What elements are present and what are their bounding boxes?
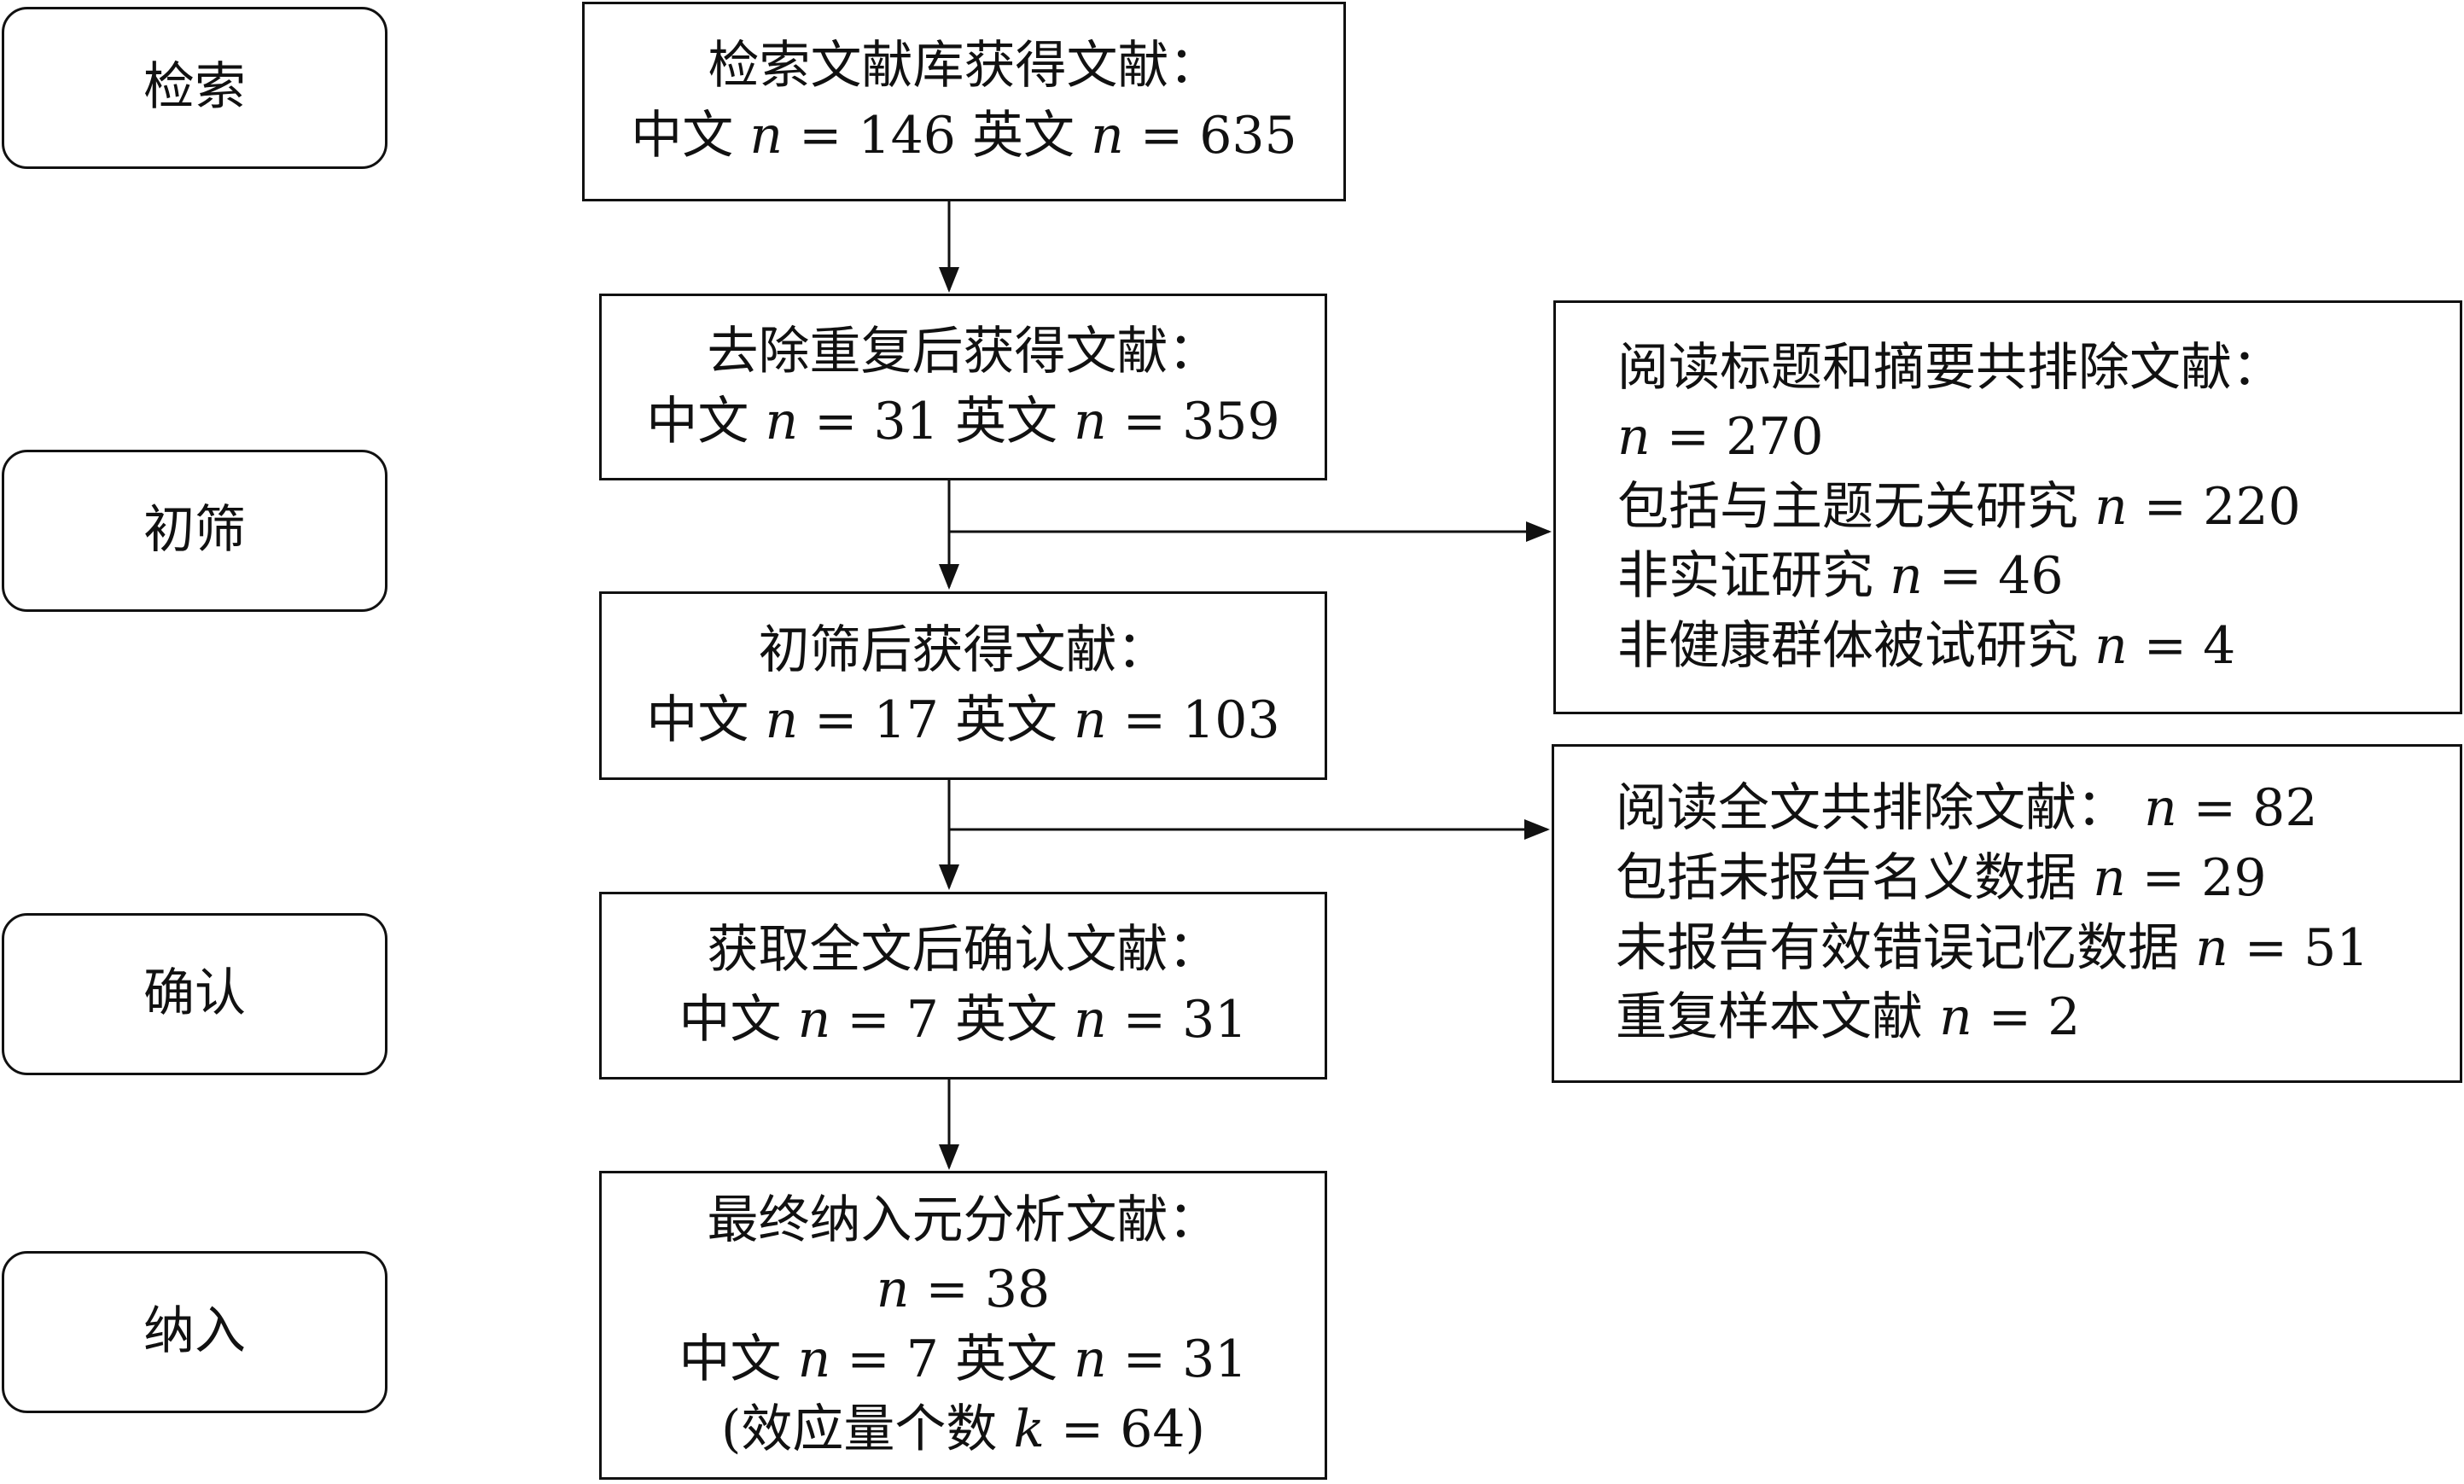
count-line: 中文 n = 7 英文 n = 31 — [679, 990, 1248, 1050]
box-retrieved: 检索文献库获得文献： 中文 n = 146 英文 n = 635 — [582, 2, 1346, 201]
en-count: 103 — [1182, 690, 1280, 750]
stage-label-search: 检索 — [2, 7, 387, 169]
reason-line: 包括未报告名义数据 n = 29 — [1616, 847, 2267, 908]
cn-label: 中文 — [679, 1330, 782, 1389]
reason-text: 未报告有效错误记忆数据 — [1616, 917, 2179, 978]
stage-label-text: 检索 — [143, 57, 246, 118]
cn-label: 中文 — [679, 990, 782, 1050]
en-label: 英文 — [954, 391, 1057, 451]
total-count: 270 — [1726, 407, 1824, 468]
reason-count: 29 — [2201, 847, 2267, 908]
reason-text: 包括与主题无关研究 — [1617, 476, 2078, 537]
en-count: 359 — [1182, 391, 1280, 451]
reason-text: 重复样本文献 — [1616, 987, 1923, 1048]
en-label: 英文 — [954, 1330, 1057, 1389]
stage-label-screen: 初筛 — [2, 450, 387, 612]
en-count: 31 — [1182, 1330, 1248, 1389]
reason-count: 46 — [1998, 546, 2064, 607]
count-line: 中文 n = 31 英文 n = 359 — [646, 391, 1280, 451]
reason-text: 非实证研究 — [1617, 546, 1873, 607]
reason-count: 51 — [2304, 917, 2369, 978]
n-symbol: n — [797, 990, 831, 1050]
stage-label-text: 初筛 — [143, 500, 246, 561]
n-symbol: n — [765, 391, 799, 451]
box-title: 去除重复后获得文献： — [707, 321, 1220, 381]
n-symbol: n — [2144, 778, 2177, 839]
reason-count: 4 — [2203, 615, 2236, 676]
n-symbol: n — [1074, 1330, 1107, 1389]
n-symbol: n — [765, 690, 799, 750]
box-title: 阅读全文共排除文献： n = 82 — [1616, 778, 2318, 839]
reason-line: 未报告有效错误记忆数据 n = 51 — [1616, 917, 2369, 978]
reason-text: 非健康群体被试研究 — [1617, 615, 2078, 676]
box-title: 初筛后获得文献： — [758, 620, 1168, 680]
en-label: 英文 — [954, 690, 1057, 750]
n-symbol: n — [2094, 476, 2128, 537]
cn-count: 146 — [858, 106, 956, 166]
total-count: 38 — [984, 1260, 1051, 1320]
n-symbol: n — [1074, 990, 1107, 1050]
box-excluded-fulltext: 阅读全文共排除文献： n = 82 包括未报告名义数据 n = 29 未报告有效… — [1552, 744, 2462, 1083]
en-count: 31 — [1182, 990, 1248, 1050]
effect-size-line: (效应量个数 k = 64) — [720, 1399, 1206, 1459]
total-count: 82 — [2252, 778, 2318, 839]
cn-count: 7 — [906, 1330, 939, 1389]
n-symbol: n — [876, 1260, 910, 1320]
count-line: 中文 n = 17 英文 n = 103 — [646, 690, 1280, 750]
box-dedup: 去除重复后获得文献： 中文 n = 31 英文 n = 359 — [599, 294, 1327, 480]
cn-label: 中文 — [646, 391, 749, 451]
n-symbol: n — [1091, 106, 1124, 166]
n-symbol: n — [1074, 690, 1107, 750]
stage-label-text: 确认 — [143, 963, 246, 1024]
cn-count: 31 — [873, 391, 939, 451]
reason-count: 220 — [2203, 476, 2301, 537]
reason-line: 重复样本文献 n = 2 — [1616, 987, 2081, 1048]
k-symbol: k — [1013, 1399, 1045, 1459]
n-symbol: n — [797, 1330, 831, 1389]
n-symbol: n — [2195, 917, 2228, 978]
stage-label-text: 纳入 — [143, 1301, 246, 1362]
n-symbol: n — [1939, 987, 1972, 1048]
n-symbol: n — [749, 106, 783, 166]
k-prefix: (效应量个数 — [720, 1399, 998, 1459]
box-title: 检索文献库获得文献： — [708, 36, 1220, 96]
total-line: n = 270 — [1617, 407, 1824, 468]
count-line: 中文 n = 146 英文 n = 635 — [631, 106, 1297, 166]
box-final: 最终纳入元分析文献： n = 38 中文 n = 7 英文 n = 31 (效应… — [599, 1171, 1327, 1480]
reason-line: 非健康群体被试研究 n = 4 — [1617, 615, 2236, 676]
box-excluded-abstract: 阅读标题和摘要共排除文献： n = 270 包括与主题无关研究 n = 220 … — [1553, 300, 2462, 714]
cn-label: 中文 — [646, 690, 749, 750]
k-count: 64) — [1120, 1399, 1206, 1459]
box-fulltext: 获取全文后确认文献： 中文 n = 7 英文 n = 31 — [599, 892, 1327, 1080]
en-label: 英文 — [972, 106, 1075, 166]
n-symbol: n — [1890, 546, 1923, 607]
n-symbol: n — [1074, 391, 1107, 451]
box-title: 获取全文后确认文献： — [707, 920, 1220, 981]
reason-text: 包括未报告名义数据 — [1616, 847, 2077, 908]
n-symbol: n — [2093, 847, 2126, 908]
box-title: 最终纳入元分析文献： — [707, 1190, 1220, 1250]
en-label: 英文 — [954, 990, 1057, 1050]
box-title: 阅读标题和摘要共排除文献： — [1617, 337, 2283, 398]
stage-label-confirm: 确认 — [2, 913, 387, 1075]
box-screened: 初筛后获得文献： 中文 n = 17 英文 n = 103 — [599, 591, 1327, 780]
total-line: n = 38 — [876, 1260, 1051, 1320]
reason-line: 非实证研究 n = 46 — [1617, 546, 2064, 607]
box-title-text: 阅读全文共排除文献： — [1616, 778, 2128, 839]
n-symbol: n — [1617, 407, 1651, 468]
count-line: 中文 n = 7 英文 n = 31 — [679, 1330, 1248, 1389]
en-count: 635 — [1199, 106, 1297, 166]
stage-label-include: 纳入 — [2, 1251, 387, 1413]
n-symbol: n — [2094, 615, 2128, 676]
cn-count: 17 — [873, 690, 939, 750]
reason-count: 2 — [2048, 987, 2081, 1048]
cn-count: 7 — [906, 990, 939, 1050]
cn-label: 中文 — [631, 106, 734, 166]
reason-line: 包括与主题无关研究 n = 220 — [1617, 476, 2301, 537]
